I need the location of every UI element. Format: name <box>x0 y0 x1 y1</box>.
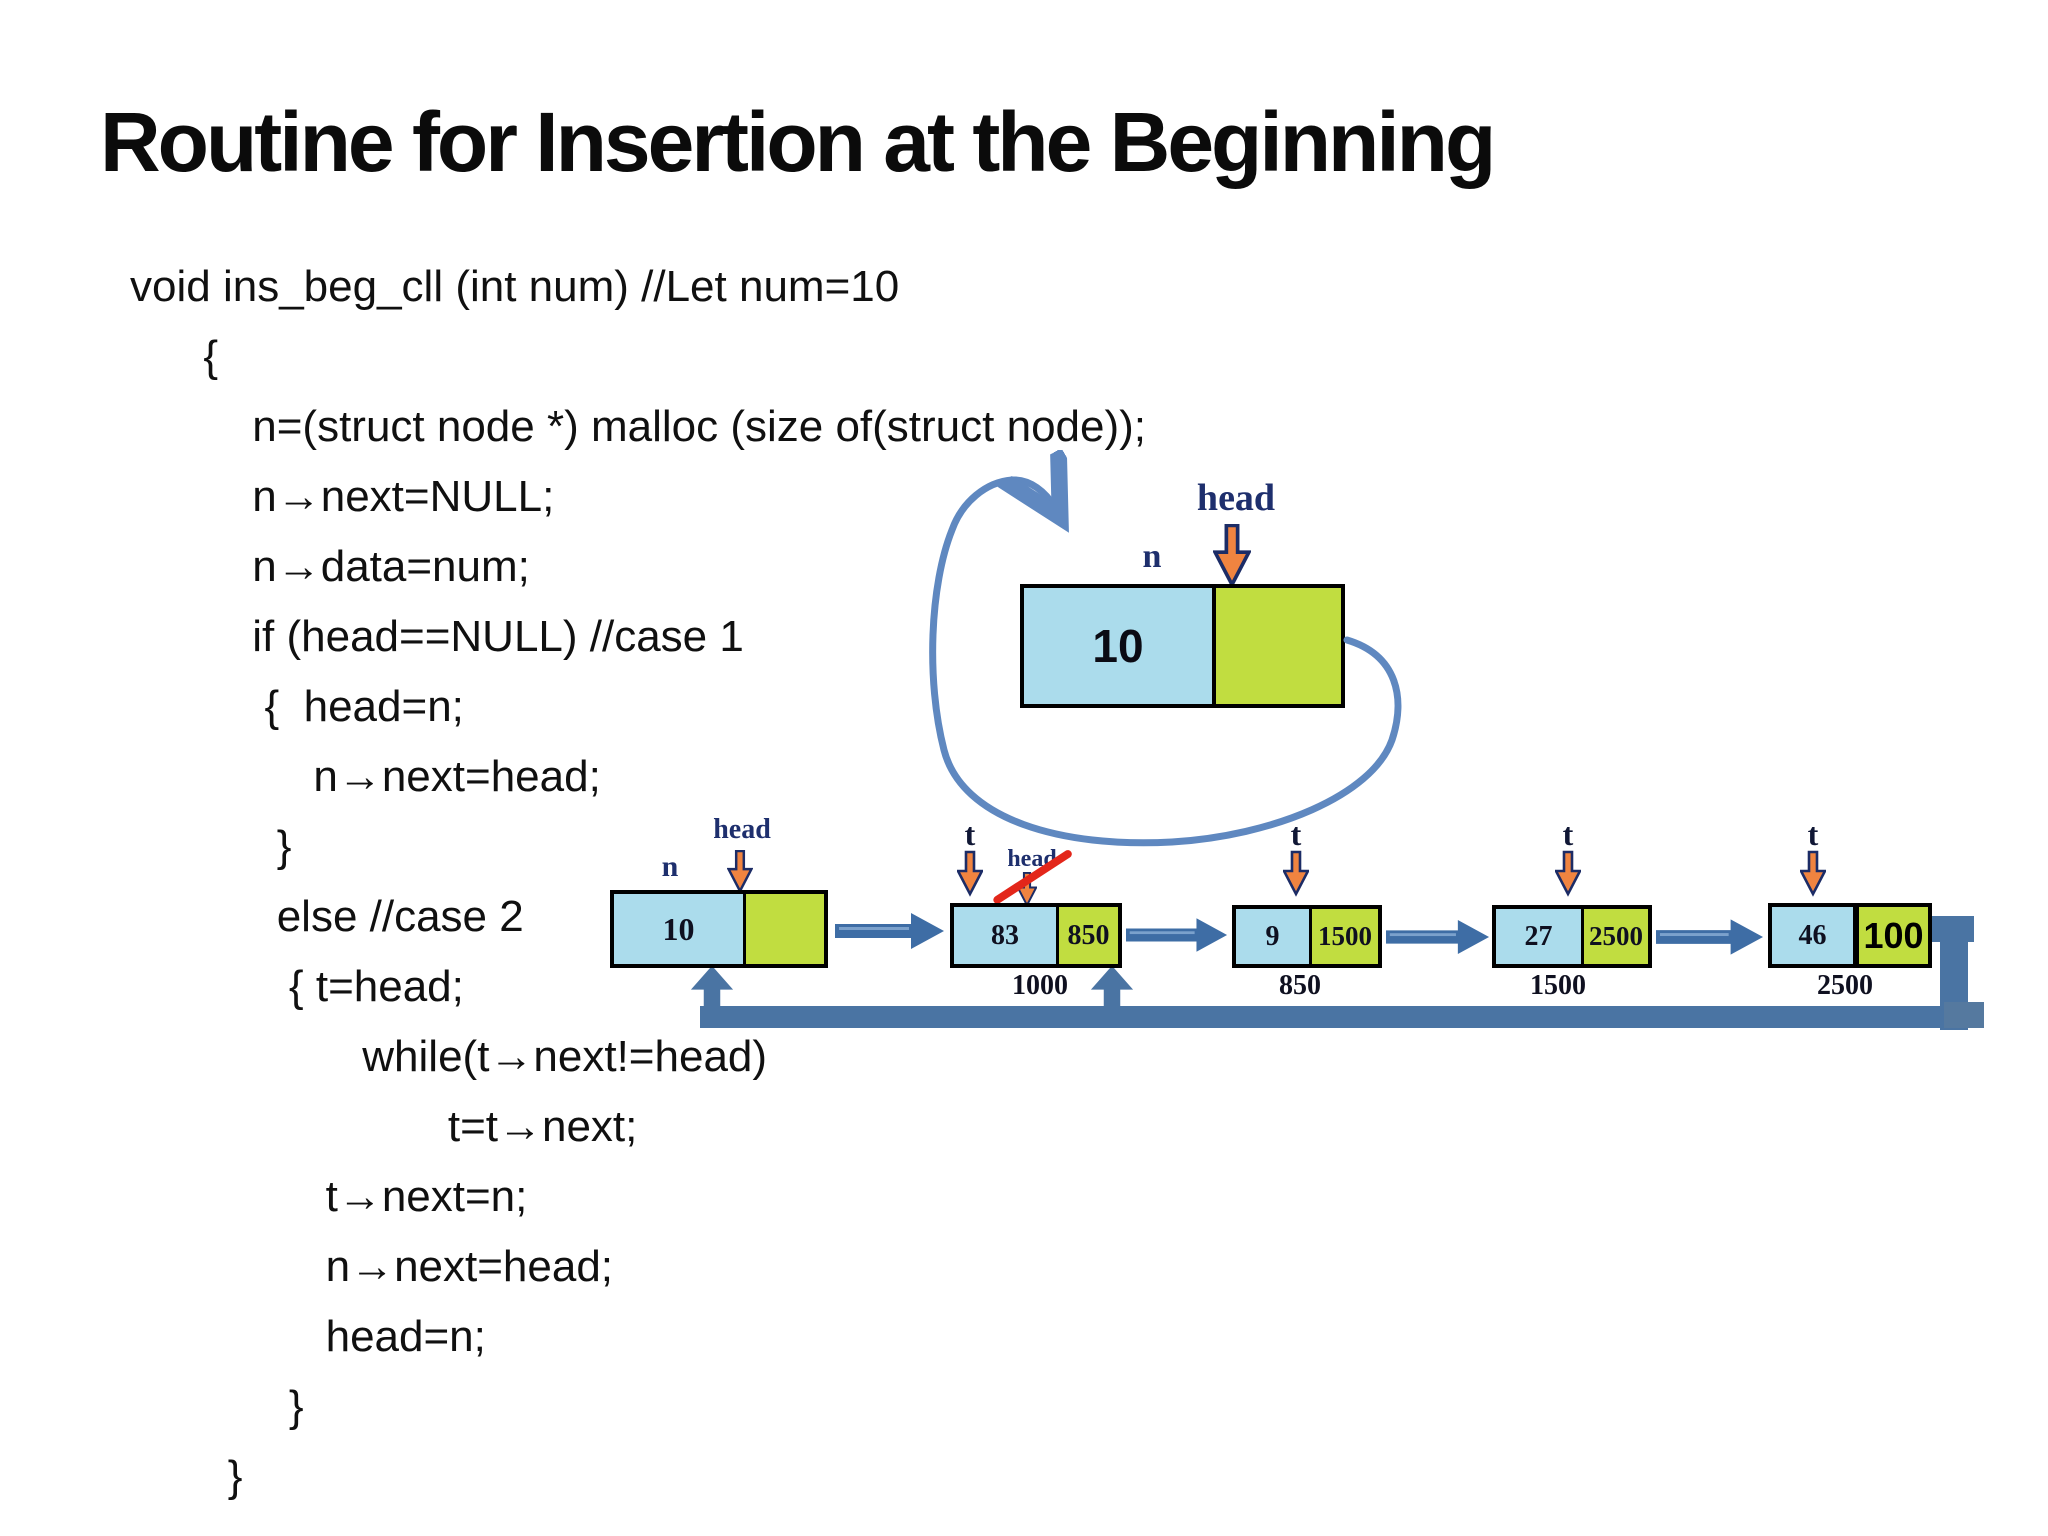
code-line: { head=n; <box>130 682 464 731</box>
list-node-3: 27 2500 <box>1492 905 1652 968</box>
code-line: } <box>130 1452 243 1501</box>
node-data-cell: 27 <box>1496 909 1584 964</box>
code-line: n→data=num; <box>130 542 530 591</box>
node-address-label: 1000 <box>1012 970 1068 1001</box>
row-node-n-label: n <box>661 850 679 883</box>
code-line: n→next=head; <box>130 1242 614 1291</box>
t-down-arrow-icon <box>957 850 983 897</box>
list-node-new: 10 <box>610 890 828 968</box>
row-head-pointer-label: head <box>713 814 771 845</box>
node-address-label: 2500 <box>1817 970 1873 1001</box>
last-node-link-corner <box>1944 1002 1984 1028</box>
code-line: void ins_beg_cll (int num) //Let num=10 <box>130 262 900 311</box>
page-title: Routine for Insertion at the Beginning <box>100 95 1496 189</box>
head-down-arrow-icon <box>1213 524 1251 586</box>
link-arrow-icon <box>1656 919 1764 955</box>
t-pointer-label: t <box>1290 816 1302 852</box>
code-line: n=(struct node *) malloc (size of(struct… <box>130 402 1147 451</box>
node-next-cell-updated: 100 <box>1856 907 1928 964</box>
node-next-cell: 2500 <box>1584 909 1648 964</box>
row-head-down-arrow-icon <box>727 850 753 892</box>
return-arrow-to-new-node-icon <box>690 965 734 1027</box>
top-head-pointer-label: head <box>1196 477 1276 519</box>
t-down-arrow-icon <box>1555 850 1581 897</box>
top-new-node: 10 <box>1020 584 1345 708</box>
node-address-label: 850 <box>1279 970 1321 1001</box>
node-data-cell: 9 <box>1236 909 1312 964</box>
link-arrow-icon <box>1126 918 1228 952</box>
t-down-arrow-icon <box>1800 850 1826 897</box>
list-node-4: 46 100 <box>1768 903 1932 968</box>
code-line: t→next=n; <box>130 1172 528 1221</box>
list-node-1: 83 850 <box>950 903 1122 968</box>
node-data-cell: 10 <box>614 894 746 964</box>
code-block: void ins_beg_cll (int num) //Let num=10 … <box>130 252 1146 1512</box>
code-line: n→next=head; <box>130 752 601 801</box>
code-line: t=t→next; <box>130 1102 638 1151</box>
top-node-n-label: n <box>1142 538 1162 575</box>
code-line: if (head==NULL) //case 1 <box>130 612 744 661</box>
circular-link-return-line <box>700 1006 1958 1028</box>
t-down-arrow-icon <box>1283 850 1309 897</box>
code-line: head=n; <box>130 1312 486 1361</box>
old-return-arrow-to-head-node-icon <box>1090 965 1134 1027</box>
code-line: } <box>130 1382 304 1431</box>
code-line: while(t→next!=head) <box>130 1032 768 1081</box>
code-line: { <box>130 332 219 381</box>
link-arrow-icon <box>1386 919 1490 955</box>
list-node-2: 9 1500 <box>1232 905 1382 968</box>
t-pointer-label: t <box>964 816 976 852</box>
top-node-data-cell: 10 <box>1024 588 1216 704</box>
node-next-cell: 1500 <box>1312 909 1378 964</box>
node-null-next-cell <box>746 894 824 964</box>
code-line: n→next=NULL; <box>130 472 555 521</box>
top-node-null-next-cell <box>1216 588 1341 704</box>
t-pointer-label: t <box>1562 816 1574 852</box>
circular-self-pointer-arrow-icon <box>929 450 1402 847</box>
node-data-cell: 46 <box>1772 907 1856 964</box>
code-line: } <box>130 822 292 871</box>
code-line: else //case 2 <box>130 892 524 941</box>
code-line: { t=head; <box>130 962 464 1011</box>
node-address-label: 1500 <box>1530 970 1586 1001</box>
node-data-cell: 83 <box>954 907 1059 964</box>
t-pointer-label: t <box>1807 816 1819 852</box>
node-next-cell: 850 <box>1059 907 1118 964</box>
link-arrow-icon <box>835 913 944 949</box>
